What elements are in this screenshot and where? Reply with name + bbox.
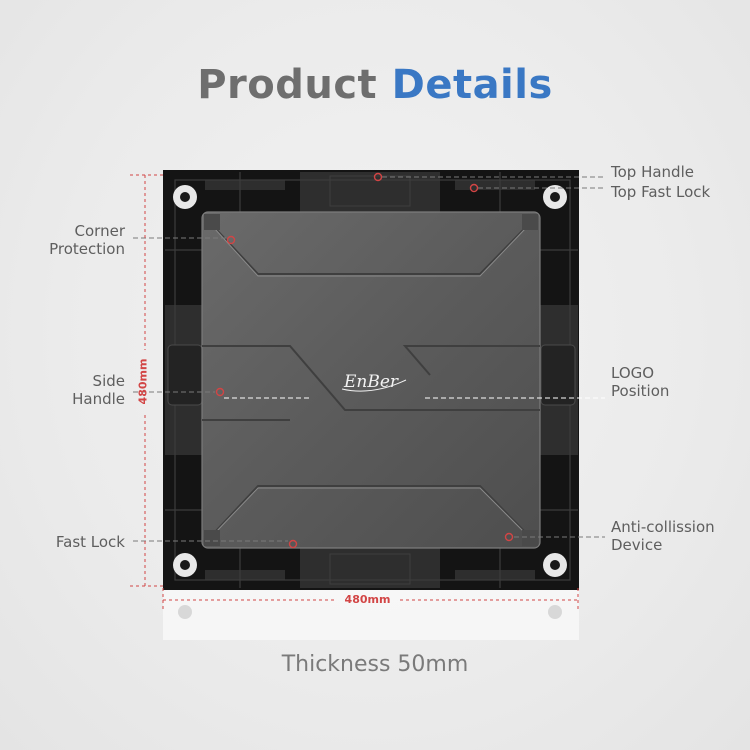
module-panel	[201, 211, 541, 549]
corner-protection-br	[543, 553, 567, 577]
label-side-handle-line2: Handle	[72, 390, 125, 408]
panel-highlights	[214, 228, 526, 534]
reflection-corner-left	[178, 605, 192, 619]
panel-corner-blocks	[204, 214, 538, 546]
corner-protection-tl	[173, 185, 197, 209]
label-side-handle: Side Handle	[30, 372, 125, 408]
corner-protection-tr	[543, 185, 567, 209]
logo-text: EnBer	[343, 372, 399, 392]
label-logo-position-line2: Position	[611, 382, 670, 400]
logo-swoosh	[341, 379, 407, 392]
floor-reflection	[163, 590, 579, 640]
width-dimension: 480mm	[344, 593, 391, 606]
label-corner-protection-line1: Corner	[74, 222, 125, 240]
label-logo-position: LOGO Position	[611, 364, 669, 400]
label-anti-collision-device: Anti-collission Device	[611, 518, 715, 554]
side-handle-right	[540, 344, 576, 406]
title-word-details: Details	[391, 62, 553, 108]
label-logo-position-line1: LOGO	[611, 364, 655, 382]
label-fast-lock: Fast Lock	[55, 533, 125, 551]
corner-protection-bl	[173, 553, 197, 577]
label-corner-protection: Corner Protection	[30, 222, 125, 258]
dimension-lines	[130, 174, 579, 612]
reflection-corner-right	[548, 605, 562, 619]
label-top-fast-lock: Top Fast Lock	[611, 183, 711, 201]
label-side-handle-line1: Side	[92, 372, 125, 390]
label-corner-protection-line2: Protection	[49, 240, 125, 258]
panel-embossing	[202, 227, 540, 533]
red-markers	[215, 172, 514, 549]
label-top-handle: Top Handle	[611, 163, 694, 181]
label-anti-collision-line1: Anti-collission	[611, 518, 715, 536]
label-anti-collision-line2: Device	[611, 536, 663, 554]
title-word-product: Product	[197, 62, 378, 108]
side-handle-left	[167, 344, 203, 406]
thickness-caption: Thickness 50mm	[281, 652, 469, 677]
height-dimension: 480mm	[136, 358, 150, 405]
page-title: Product Details	[0, 62, 750, 108]
leader-lines	[133, 176, 605, 542]
